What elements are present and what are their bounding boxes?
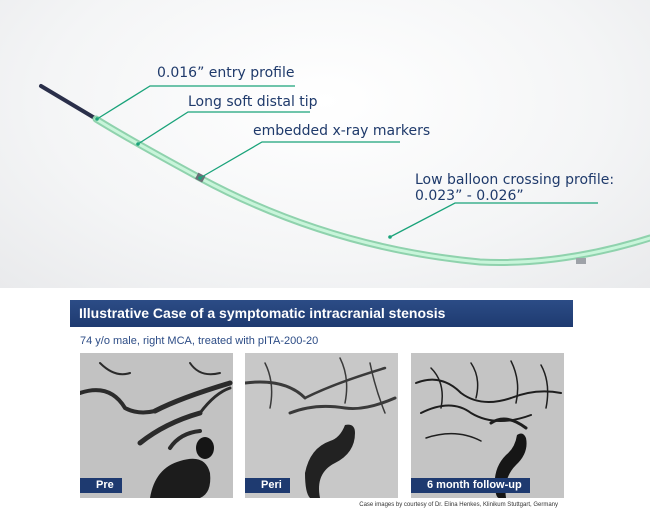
leader-line-markers xyxy=(199,141,400,179)
catheter-drawing xyxy=(39,84,650,266)
angiogram-panel-peri: Peri xyxy=(245,353,398,498)
guidewire-tip xyxy=(39,84,100,122)
case-banner: Illustrative Case of a symptomatic intra… xyxy=(70,300,573,327)
catheter-highlight xyxy=(94,117,650,264)
angiogram-image xyxy=(411,353,564,498)
leader-line-tip xyxy=(137,111,310,145)
product-illustration: 0.016” entry profile Long soft distal ti… xyxy=(0,0,650,288)
angiogram-image xyxy=(80,353,233,498)
catheter-body xyxy=(92,115,650,266)
image-credit: Case images by courtesy of Dr. Elina Hen… xyxy=(359,502,558,508)
panel-label-peri: Peri xyxy=(245,478,290,493)
callout-entry-profile: 0.016” entry profile xyxy=(157,65,295,81)
callout-xray-markers: embedded x-ray markers xyxy=(253,123,431,139)
callout-crossing-profile: Low balloon crossing profile: xyxy=(415,172,615,188)
panel-label-follow-up: 6 month follow-up xyxy=(411,478,530,493)
angiogram-image xyxy=(245,353,398,498)
xray-marker xyxy=(576,258,586,264)
case-subtitle: 74 y/o male, right MCA, treated with pIT… xyxy=(80,335,319,347)
leader-line-entry xyxy=(96,85,295,120)
callout-soft-tip: Long soft distal tip xyxy=(188,94,318,110)
angiogram-panel-pre: Pre xyxy=(80,353,233,498)
leader-line-profile xyxy=(389,202,598,238)
panel-label-pre: Pre xyxy=(80,478,122,493)
callout-crossing-values: 0.023” - 0.026” xyxy=(415,188,524,204)
angiogram-panel-follow-up: 6 month follow-up xyxy=(411,353,564,498)
